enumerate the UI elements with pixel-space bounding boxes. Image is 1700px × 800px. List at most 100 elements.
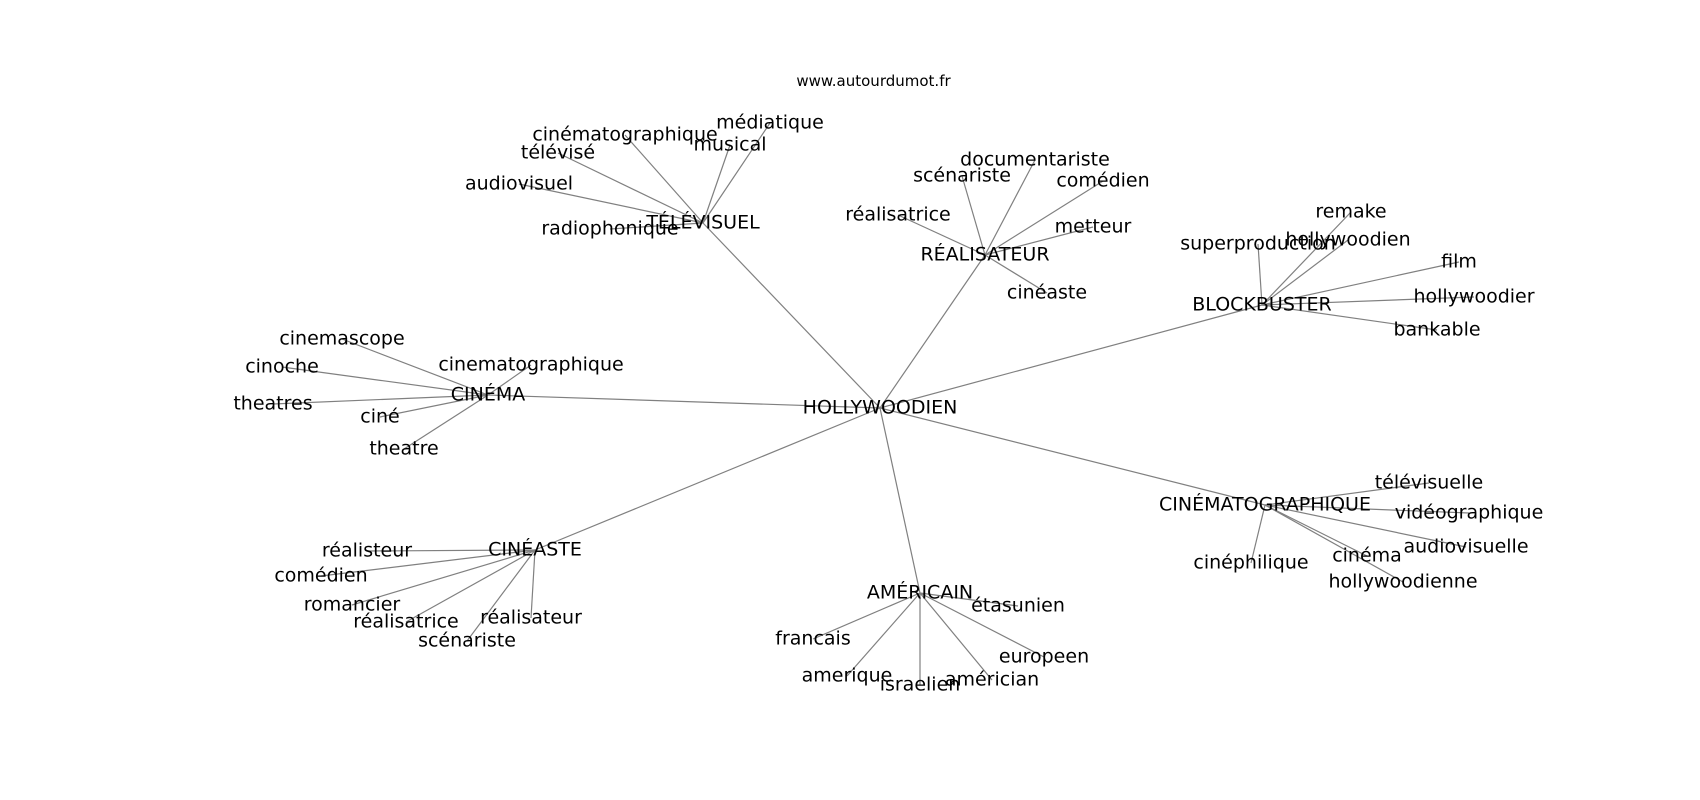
leaf-edge xyxy=(812,592,921,640)
leaf-word-label: audiovisuelle xyxy=(1403,536,1528,558)
leaf-word-label: theatres xyxy=(233,393,312,415)
leaf-edge xyxy=(846,592,921,677)
leaf-word-label: cinemascope xyxy=(279,328,404,350)
hub-word-label: CINÉMA xyxy=(451,383,525,406)
leaf-word-label: cinéma xyxy=(1332,545,1402,567)
leaf-edge xyxy=(984,180,1104,256)
leaf-edge xyxy=(984,159,1036,256)
leaf-word-label: documentariste xyxy=(960,149,1110,171)
leaf-word-label: réalisatrice xyxy=(353,611,459,633)
leaf-edge xyxy=(1264,504,1467,548)
leaf-word-label: audiovisuel xyxy=(465,173,573,195)
leaf-word-label: israelien xyxy=(880,674,961,696)
leaf-word-label: cinéaste xyxy=(1007,282,1087,304)
hub-word-label: BLOCKBUSTER xyxy=(1192,294,1331,316)
leaf-edge xyxy=(1264,482,1430,506)
leaf-edge xyxy=(1264,504,1368,557)
leaf-word-label: hollywoodier xyxy=(1413,286,1534,308)
leaf-word-label: romancier xyxy=(304,594,401,616)
leaf-word-label: francais xyxy=(775,628,850,650)
leaf-word-label: américian xyxy=(945,669,1039,691)
leaf-edge xyxy=(487,364,532,396)
leaf-edge xyxy=(961,175,986,256)
leaf-edge xyxy=(351,549,536,606)
leaf-edge xyxy=(1250,504,1266,564)
leaf-word-label: cinématographique xyxy=(532,124,717,146)
leaf-edge xyxy=(557,152,704,224)
leaf-word-label: hollywoodien xyxy=(1285,229,1410,251)
leaf-word-label: bankable xyxy=(1393,319,1480,341)
hub-edge xyxy=(487,394,881,409)
leaf-word-label: metteur xyxy=(1055,216,1132,238)
leaf-edge xyxy=(624,134,704,224)
leaf-edge xyxy=(1261,304,1438,331)
leaf-edge xyxy=(919,592,1019,607)
leaf-edge xyxy=(702,144,731,224)
source-credit: www.autourdumot.fr xyxy=(796,72,951,90)
leaf-word-label: scénariste xyxy=(913,165,1011,187)
hub-edge xyxy=(702,222,881,409)
leaf-edge xyxy=(1261,211,1352,306)
hub-word-label: AMÉRICAIN xyxy=(867,581,973,604)
leaf-word-label: cinéphilique xyxy=(1193,552,1308,574)
leaf-edge xyxy=(366,549,536,552)
leaf-word-label: cinematographique xyxy=(438,354,623,376)
leaf-word-label: réalisateur xyxy=(480,607,582,629)
leaf-word-label: réalisteur xyxy=(322,540,412,562)
leaf-edge xyxy=(1264,504,1470,514)
hub-edge xyxy=(879,254,986,409)
leaf-word-label: amerique xyxy=(802,665,893,687)
leaf-edge xyxy=(919,592,993,681)
leaf-word-label: cinoche xyxy=(245,356,319,378)
leaf-word-label: radiophonique xyxy=(541,218,678,240)
center-word-label: HOLLYWOODIEN xyxy=(803,397,958,419)
leaf-edge xyxy=(1261,261,1460,306)
leaf-edge xyxy=(1261,296,1475,306)
leaf-word-label: ciné xyxy=(360,406,399,428)
leaf-edge xyxy=(403,394,489,450)
leaf-word-label: étasunien xyxy=(971,595,1065,617)
leaf-edge xyxy=(1261,239,1349,306)
leaf-edge xyxy=(281,366,489,396)
leaf-word-label: télévisuelle xyxy=(1375,472,1484,494)
hub-word-label: CINÉASTE xyxy=(488,538,582,561)
leaf-edge xyxy=(984,254,1048,294)
leaf-word-label: hollywoodienne xyxy=(1328,571,1477,593)
hub-word-label: TÉLÉVISUEL xyxy=(645,211,760,234)
hub-word-label: RÉALISATEUR xyxy=(920,243,1049,266)
leaf-word-label: musical xyxy=(693,134,766,156)
leaf-edge xyxy=(1257,243,1263,306)
leaf-word-label: médiatique xyxy=(716,112,824,134)
leaf-word-label: film xyxy=(1441,251,1477,273)
leaf-edge xyxy=(466,549,536,642)
leaf-word-label: comédien xyxy=(274,565,367,587)
leaf-word-label: scénariste xyxy=(418,630,516,652)
leaf-word-label: comédien xyxy=(1056,170,1149,192)
hub-edge xyxy=(879,304,1263,409)
leaf-edge xyxy=(984,226,1094,256)
leaf-word-label: theatre xyxy=(369,438,438,460)
hub-word-label: CINÉMATOGRAPHIQUE xyxy=(1159,493,1371,516)
leaf-edge xyxy=(702,122,771,224)
leaf-edge xyxy=(919,592,1045,658)
leaf-word-label: télévisé xyxy=(521,142,595,164)
leaf-word-label: vidéographique xyxy=(1395,502,1544,524)
leaf-edge xyxy=(272,394,489,405)
leaf-edge xyxy=(530,549,536,619)
leaf-edge xyxy=(609,222,704,230)
leaf-word-label: remake xyxy=(1315,201,1386,223)
leaf-edge xyxy=(405,549,536,623)
leaf-word-label: superproduction xyxy=(1180,233,1336,255)
leaf-edge xyxy=(320,549,536,577)
hub-edge xyxy=(879,407,1266,506)
leaf-edge xyxy=(1264,504,1404,583)
hub-edge xyxy=(534,407,881,551)
hub-edge xyxy=(879,407,921,594)
leaf-edge xyxy=(379,394,489,418)
leaf-edge xyxy=(341,338,489,396)
leaf-edge xyxy=(897,214,986,256)
leaf-word-label: europeen xyxy=(999,646,1089,668)
leaf-edge xyxy=(518,183,704,224)
